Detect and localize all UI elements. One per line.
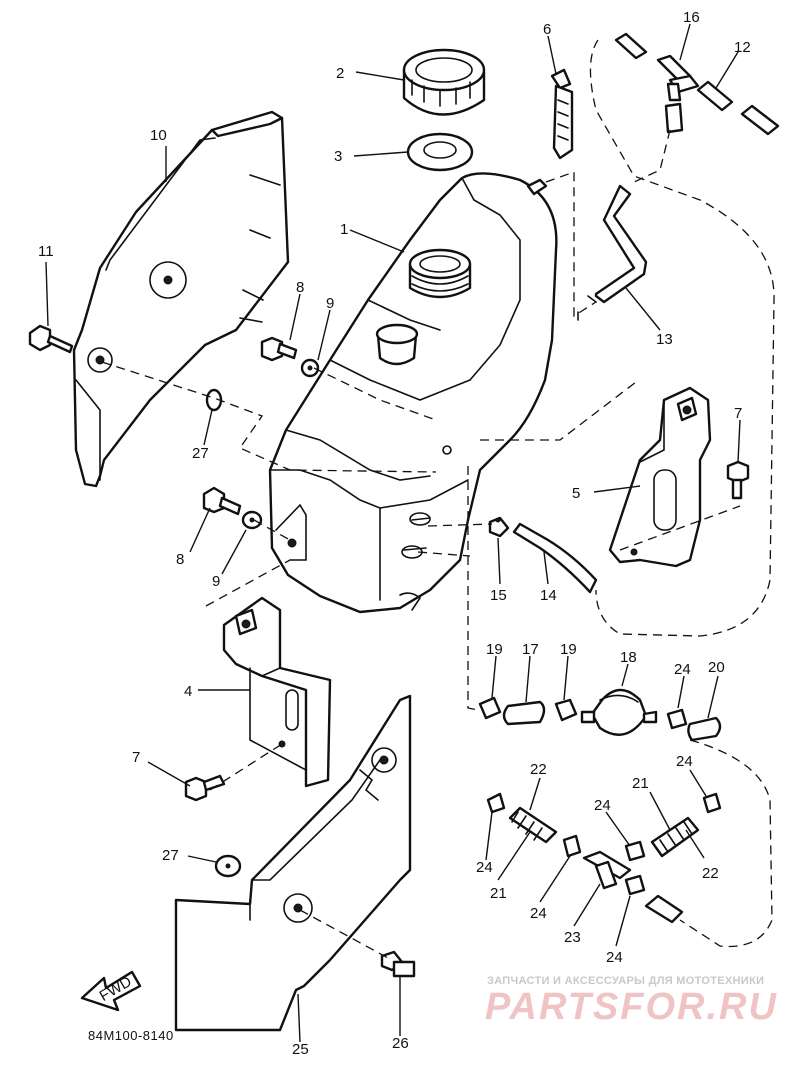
callout-9-lower: 9 <box>212 573 220 590</box>
callout-24-c: 24 <box>530 905 547 922</box>
callout-11: 11 <box>38 243 54 260</box>
callout-9-upper: 9 <box>326 295 334 312</box>
callout-24-d: 24 <box>594 797 611 814</box>
callout-18: 18 <box>620 649 637 666</box>
callout-15: 15 <box>490 587 507 604</box>
clamp-part-19-right <box>554 698 578 722</box>
clamp-part-24-f <box>702 792 722 814</box>
hose-part-20 <box>687 716 722 742</box>
hose-part-12 <box>614 32 780 136</box>
callout-16: 16 <box>683 9 700 26</box>
callout-3: 3 <box>334 148 342 165</box>
clamp-part-24-a <box>666 708 688 730</box>
clamp-part-24-c <box>562 834 582 858</box>
hose-part-17 <box>502 700 546 726</box>
callout-1: 1 <box>340 221 348 238</box>
callout-24-f: 24 <box>676 753 693 770</box>
callout-19-left: 19 <box>486 641 503 658</box>
callout-8-upper: 8 <box>296 279 304 296</box>
leader-lines <box>45 23 741 1043</box>
callout-12: 12 <box>734 39 751 56</box>
watermark-tagline: ЗАПЧАСТИ И АКСЕССУАРЫ ДЛЯ МОТОТЕХНИКИ <box>487 975 765 987</box>
drawing-code: 84M100-8140 <box>88 1028 174 1043</box>
callout-23: 23 <box>564 929 581 946</box>
callout-4: 4 <box>184 683 192 700</box>
callout-27-upper: 27 <box>192 445 209 462</box>
hose-part-22-left <box>508 806 558 844</box>
callout-22-right: 22 <box>702 865 719 882</box>
hose-part-13 <box>587 184 648 304</box>
callout-6: 6 <box>543 21 551 38</box>
callout-22-left: 22 <box>530 761 547 778</box>
clip-part-6 <box>550 68 574 160</box>
callout-20: 20 <box>708 659 725 676</box>
side-cover-part-10 <box>72 110 290 488</box>
watermark-brand: PARTSFOR.RU <box>485 986 778 1028</box>
callout-21-left: 21 <box>490 885 507 902</box>
clamp-part-15 <box>488 516 510 538</box>
clamp-part-24-e <box>624 874 646 896</box>
callout-2: 2 <box>336 65 344 82</box>
bolt-part-7-upper <box>726 460 750 500</box>
callout-8-lower: 8 <box>176 551 184 568</box>
callout-7-lower: 7 <box>132 749 140 766</box>
washer-part-9-upper <box>300 358 320 378</box>
callout-17: 17 <box>522 641 539 658</box>
fwd-direction-arrow: FWD <box>80 970 142 1012</box>
bolt-part-26 <box>380 950 416 978</box>
clamp-part-24-d <box>624 840 646 862</box>
callout-25: 25 <box>292 1041 309 1058</box>
callout-labels: 2 3 1 10 11 8 9 27 8 9 4 7 27 25 26 6 16… <box>38 9 751 1058</box>
hose-lower-right <box>644 894 684 924</box>
hose-part-21-right <box>650 816 700 858</box>
callout-19-right: 19 <box>560 641 577 658</box>
callout-7-upper: 7 <box>734 405 742 422</box>
tee-fitting-part-23 <box>582 850 632 890</box>
callout-5: 5 <box>572 485 580 502</box>
callout-21-right: 21 <box>632 775 649 792</box>
clamp-part-24-b <box>486 792 506 814</box>
clamp-part-19-left <box>478 696 502 720</box>
bolt-part-8-upper <box>260 336 298 362</box>
lower-cover-part-25 <box>174 694 412 1032</box>
gasket-part-3 <box>406 132 474 172</box>
bolt-part-7-lower <box>184 774 226 802</box>
assembly-dashed-lines <box>101 39 775 959</box>
tee-fitting-part-16 <box>656 54 700 102</box>
callout-27-lower: 27 <box>162 847 179 864</box>
filler-cap-part-2 <box>402 48 486 116</box>
callout-26: 26 <box>392 1035 409 1052</box>
fuel-tank-part-1 <box>268 172 558 614</box>
bolt-part-11 <box>28 324 74 354</box>
callout-24-b: 24 <box>476 859 493 876</box>
callout-13: 13 <box>656 331 673 348</box>
washer-part-27-lower <box>214 854 242 878</box>
callout-14: 14 <box>540 587 557 604</box>
callout-10: 10 <box>150 127 167 144</box>
washer-part-9-lower <box>241 510 263 530</box>
callout-24-e: 24 <box>606 949 623 966</box>
bracket-part-4 <box>222 596 332 788</box>
fuel-filter-part-18 <box>580 688 658 736</box>
hose-part-14 <box>512 522 598 594</box>
callout-24-a: 24 <box>674 661 691 678</box>
bracket-part-5 <box>608 386 712 568</box>
bolt-part-8-lower <box>202 486 242 516</box>
